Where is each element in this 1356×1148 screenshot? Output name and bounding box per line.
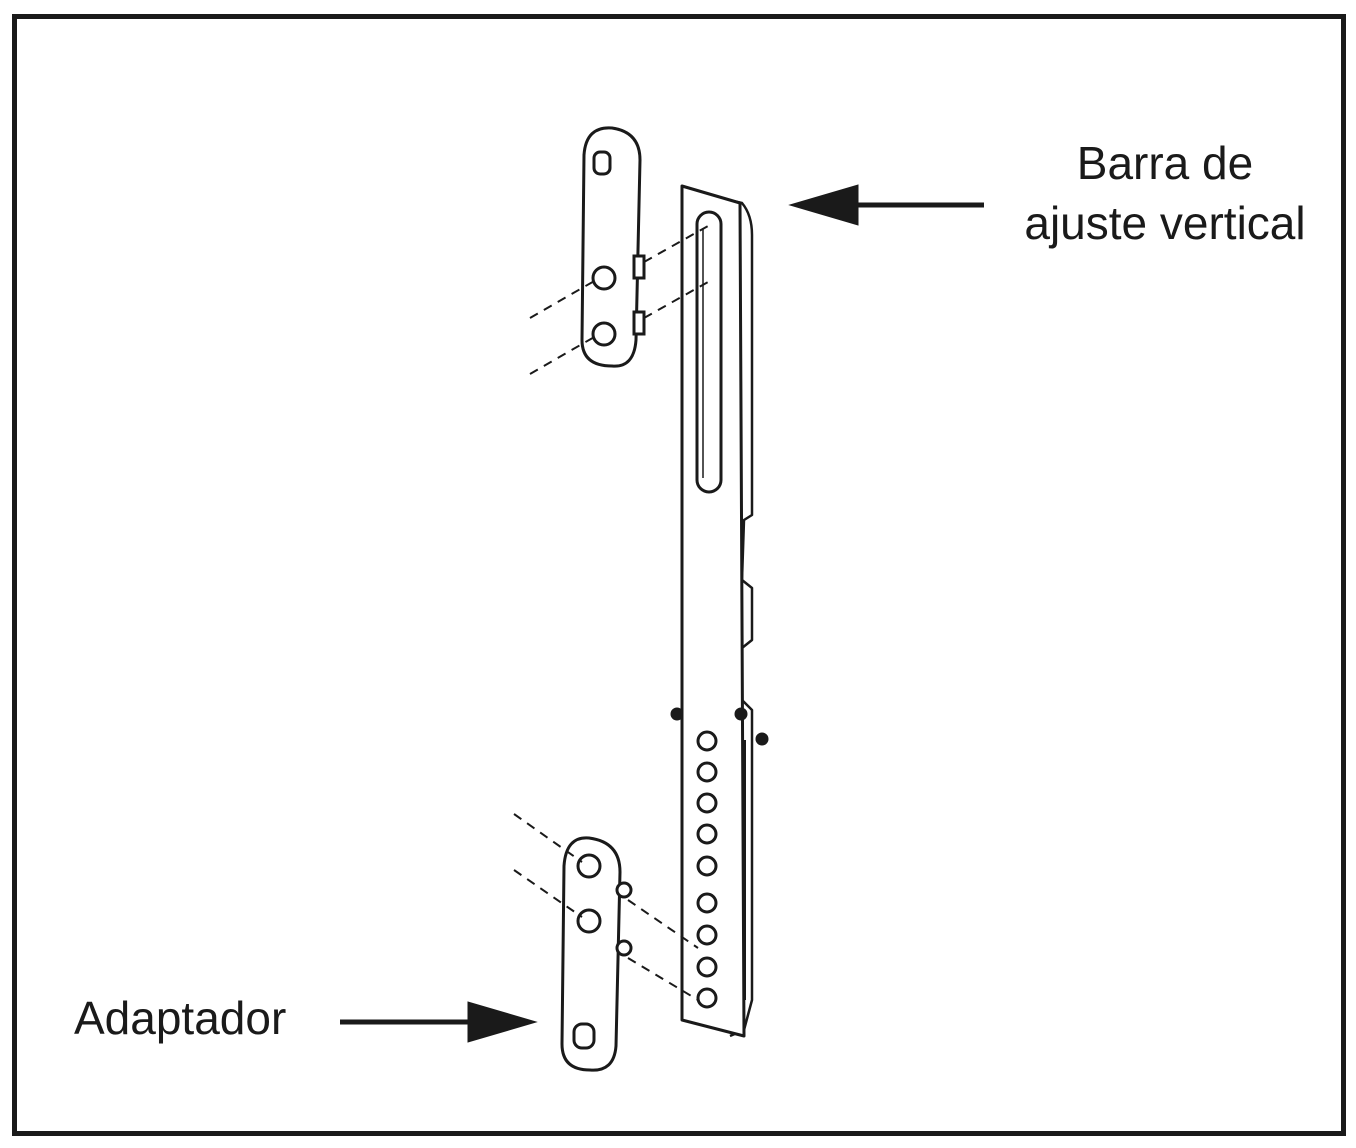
top-adapter-plate — [580, 126, 646, 368]
vertical-bar-label-line2: ajuste vertical — [1024, 197, 1306, 249]
adapter-label: Adaptador — [74, 992, 287, 1044]
bottom-adapter-plate — [560, 836, 633, 1072]
adapter-arrow — [340, 1001, 538, 1043]
figure-frame — [12, 14, 1346, 1136]
vertical-bar-arrow — [788, 184, 984, 226]
vertical-adjustment-bar — [670, 184, 769, 1038]
adjustment-holes — [696, 730, 718, 1009]
alignment-dashed-lines — [513, 225, 709, 1001]
vertical-bar-label: Barra de ajuste vertical — [1000, 133, 1330, 253]
vertical-bar-label-line1: Barra de — [1076, 137, 1254, 189]
